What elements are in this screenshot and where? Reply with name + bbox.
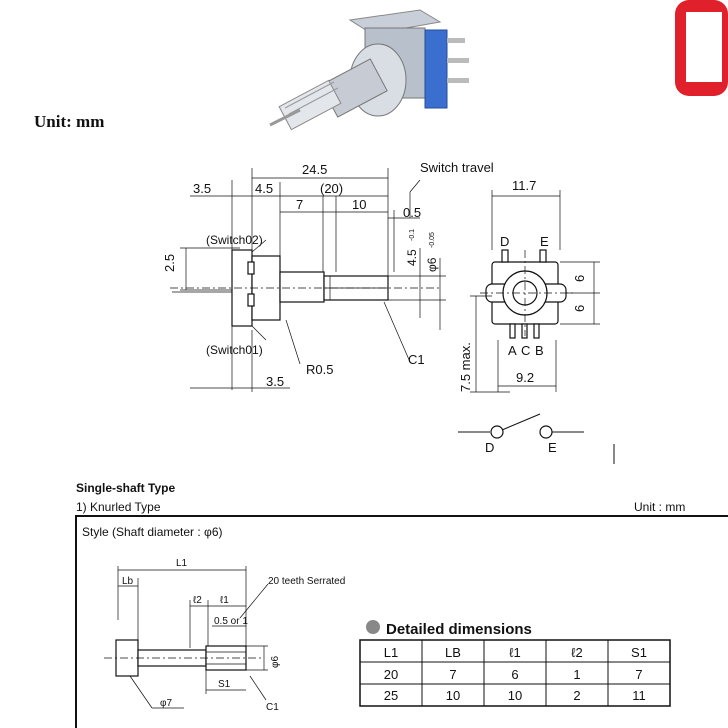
shaft-dim-l2: ℓ2: [193, 595, 202, 606]
table-cell: 11: [632, 688, 646, 703]
dim-left-offset: 3.5: [193, 181, 211, 196]
table-cell: 1: [573, 667, 580, 682]
table-cell: 25: [384, 688, 398, 703]
dim-height-left: 2.5: [162, 254, 177, 272]
dim-total-length: 24.5: [302, 162, 327, 177]
dim-knurl-start: 7: [296, 197, 303, 212]
pin-label-d: D: [500, 234, 509, 249]
section-unit: Unit : mm: [634, 500, 685, 514]
shaft-gap: 0.5 or 1: [214, 616, 248, 627]
switch01-label: (Switch01): [206, 343, 263, 357]
shaft-chamfer: C1: [266, 702, 279, 713]
shaft-dim-lb: Lb: [122, 576, 134, 587]
unit-label: Unit: mm: [34, 112, 104, 131]
switch02-label: (Switch02): [206, 233, 263, 247]
switch-symbol-e: E: [548, 440, 557, 455]
pin-label-b: B: [535, 343, 544, 358]
table-header-cell: S1: [631, 645, 647, 660]
shaft-dim-l1-small: ℓ1: [220, 595, 229, 606]
dim-bottom-offset: 3.5: [266, 374, 284, 389]
section-subtitle: 1) Knurled Type: [76, 500, 161, 514]
radius-label: R0.5: [306, 362, 333, 377]
table-cell: 2: [573, 688, 580, 703]
pin-label-e: E: [540, 234, 549, 249]
shaft-dim-l1: L1: [176, 558, 188, 569]
side-view-drawing: [170, 168, 446, 392]
product-photo: [269, 0, 728, 131]
style-frame: [75, 515, 728, 728]
chamfer-label: C1: [408, 352, 425, 367]
dim-max-height: 7.5 max.: [458, 342, 473, 392]
dim-half-top: 6: [572, 275, 587, 282]
dimension-table: L1 LB ℓ1 ℓ2 S1 20 7 6 1 7 25 10 10 2 11: [359, 639, 671, 707]
switch-travel-value: 0.5: [403, 205, 421, 220]
table-cell: 6: [511, 667, 518, 682]
table-header-cell: ℓ1: [509, 645, 520, 660]
pin-label-a: A: [508, 343, 517, 358]
pin-label-c: C: [521, 343, 530, 358]
table-cell: 20: [384, 667, 398, 682]
dim-half-bottom: 6: [572, 305, 587, 312]
shaft-dia7: φ7: [160, 698, 172, 709]
dim-bushing-tol: -0.1: [409, 229, 416, 241]
table-cell: 7: [449, 667, 456, 682]
dim-knurl-length: 10: [352, 197, 366, 212]
dim-pin-span: 9.2: [516, 370, 534, 385]
style-label: Style (Shaft diameter : φ6): [82, 525, 223, 539]
table-title: Detailed dimensions: [386, 621, 532, 638]
table-cell: 10: [508, 688, 522, 703]
table-cell: 10: [446, 688, 460, 703]
dim-bushing-dia: 4.5: [405, 249, 419, 266]
shaft-serration: 20 teeth Serrated: [268, 576, 345, 587]
table-header-cell: LB: [445, 645, 461, 660]
shaft-dia: φ6: [270, 656, 281, 668]
front-view-drawing: [470, 190, 600, 393]
dim-shaft-dia: φ6: [425, 257, 439, 272]
dim-shaft-length: (20): [320, 181, 343, 196]
switch-symbol-d: D: [485, 440, 494, 455]
table-header-cell: L1: [384, 645, 398, 660]
table-header-cell: ℓ2: [571, 645, 582, 660]
dim-bushing-length: 4.5: [255, 181, 273, 196]
dim-width: 11.7: [512, 178, 536, 193]
switch-travel-label: Switch travel: [420, 160, 494, 175]
section-title: Single-shaft Type: [76, 481, 175, 495]
shaft-drawing: [104, 566, 269, 709]
table-cell: 7: [635, 667, 642, 682]
dim-shaft-tol: -0.05: [429, 232, 436, 248]
switch-symbol: [458, 413, 615, 464]
shaft-s1: S1: [218, 679, 231, 690]
bullet-icon: [366, 620, 380, 634]
